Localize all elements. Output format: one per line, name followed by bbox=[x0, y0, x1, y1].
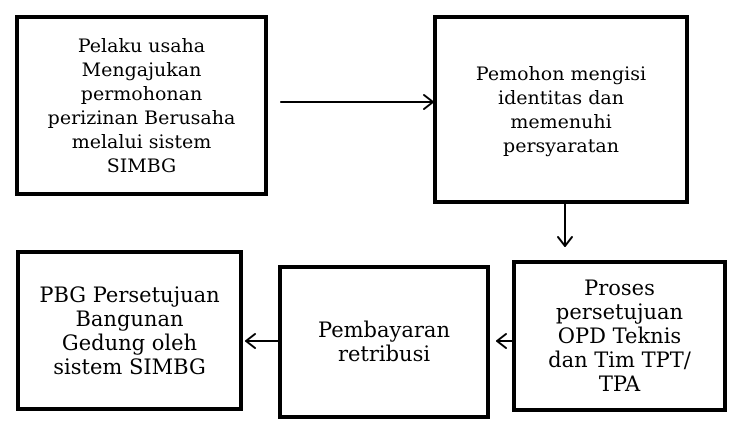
step-5-line-2: Bangunan bbox=[75, 306, 184, 331]
step-3-line-1: Proses bbox=[584, 276, 655, 300]
step-box-payment: Pembayaran retribusi bbox=[278, 265, 490, 419]
step-1-line-6: SIMBG bbox=[106, 154, 177, 177]
step-1-line-1: Pelaku usaha bbox=[77, 34, 206, 57]
step-2-line-4: persyaratan bbox=[503, 134, 619, 157]
step-1-line-5: melalui sistem bbox=[71, 130, 212, 153]
step-1-line-4: perizinan Berusaha bbox=[47, 106, 236, 129]
step-4-line-2: retribusi bbox=[337, 342, 431, 366]
step-4-line-1: Pembayaran bbox=[318, 318, 450, 342]
step-box-pbg-approval: PBG Persetujuan Bangunan Gedung oleh sis… bbox=[16, 250, 243, 411]
step-2-line-2: identitas dan bbox=[498, 86, 624, 109]
connector-step4-to-step5-arrow bbox=[245, 333, 279, 349]
connector-step3-to-step4-arrow bbox=[496, 333, 513, 349]
step-box-approval-process: Proses persetujuan OPD Teknis dan Tim TP… bbox=[512, 260, 727, 412]
connector-step2-to-step3-arrow bbox=[557, 203, 573, 247]
step-box-fill-identity: Pemohon mengisi identitas dan memenuhi p… bbox=[433, 15, 689, 204]
step-5-line-3: Gedung oleh bbox=[61, 330, 198, 355]
step-box-submit-application: Pelaku usaha Mengajukan permohonan periz… bbox=[15, 15, 268, 196]
step-3-line-5: TPA bbox=[598, 372, 641, 396]
step-5-line-4: sistem SIMBG bbox=[53, 354, 206, 379]
step-5-line-1: PBG Persetujuan bbox=[39, 282, 220, 307]
step-2-line-3: memenuhi bbox=[510, 110, 612, 133]
step-3-line-3: OPD Teknis bbox=[557, 324, 682, 348]
step-3-line-4: dan Tim TPT/ bbox=[548, 348, 691, 372]
step-1-line-2: Mengajukan bbox=[81, 58, 202, 81]
step-1-line-3: permohonan bbox=[80, 82, 203, 105]
connector-step1-to-step2-arrow bbox=[280, 94, 434, 110]
step-2-line-1: Pemohon mengisi bbox=[475, 62, 647, 85]
step-3-line-2: persetujuan bbox=[555, 300, 684, 324]
